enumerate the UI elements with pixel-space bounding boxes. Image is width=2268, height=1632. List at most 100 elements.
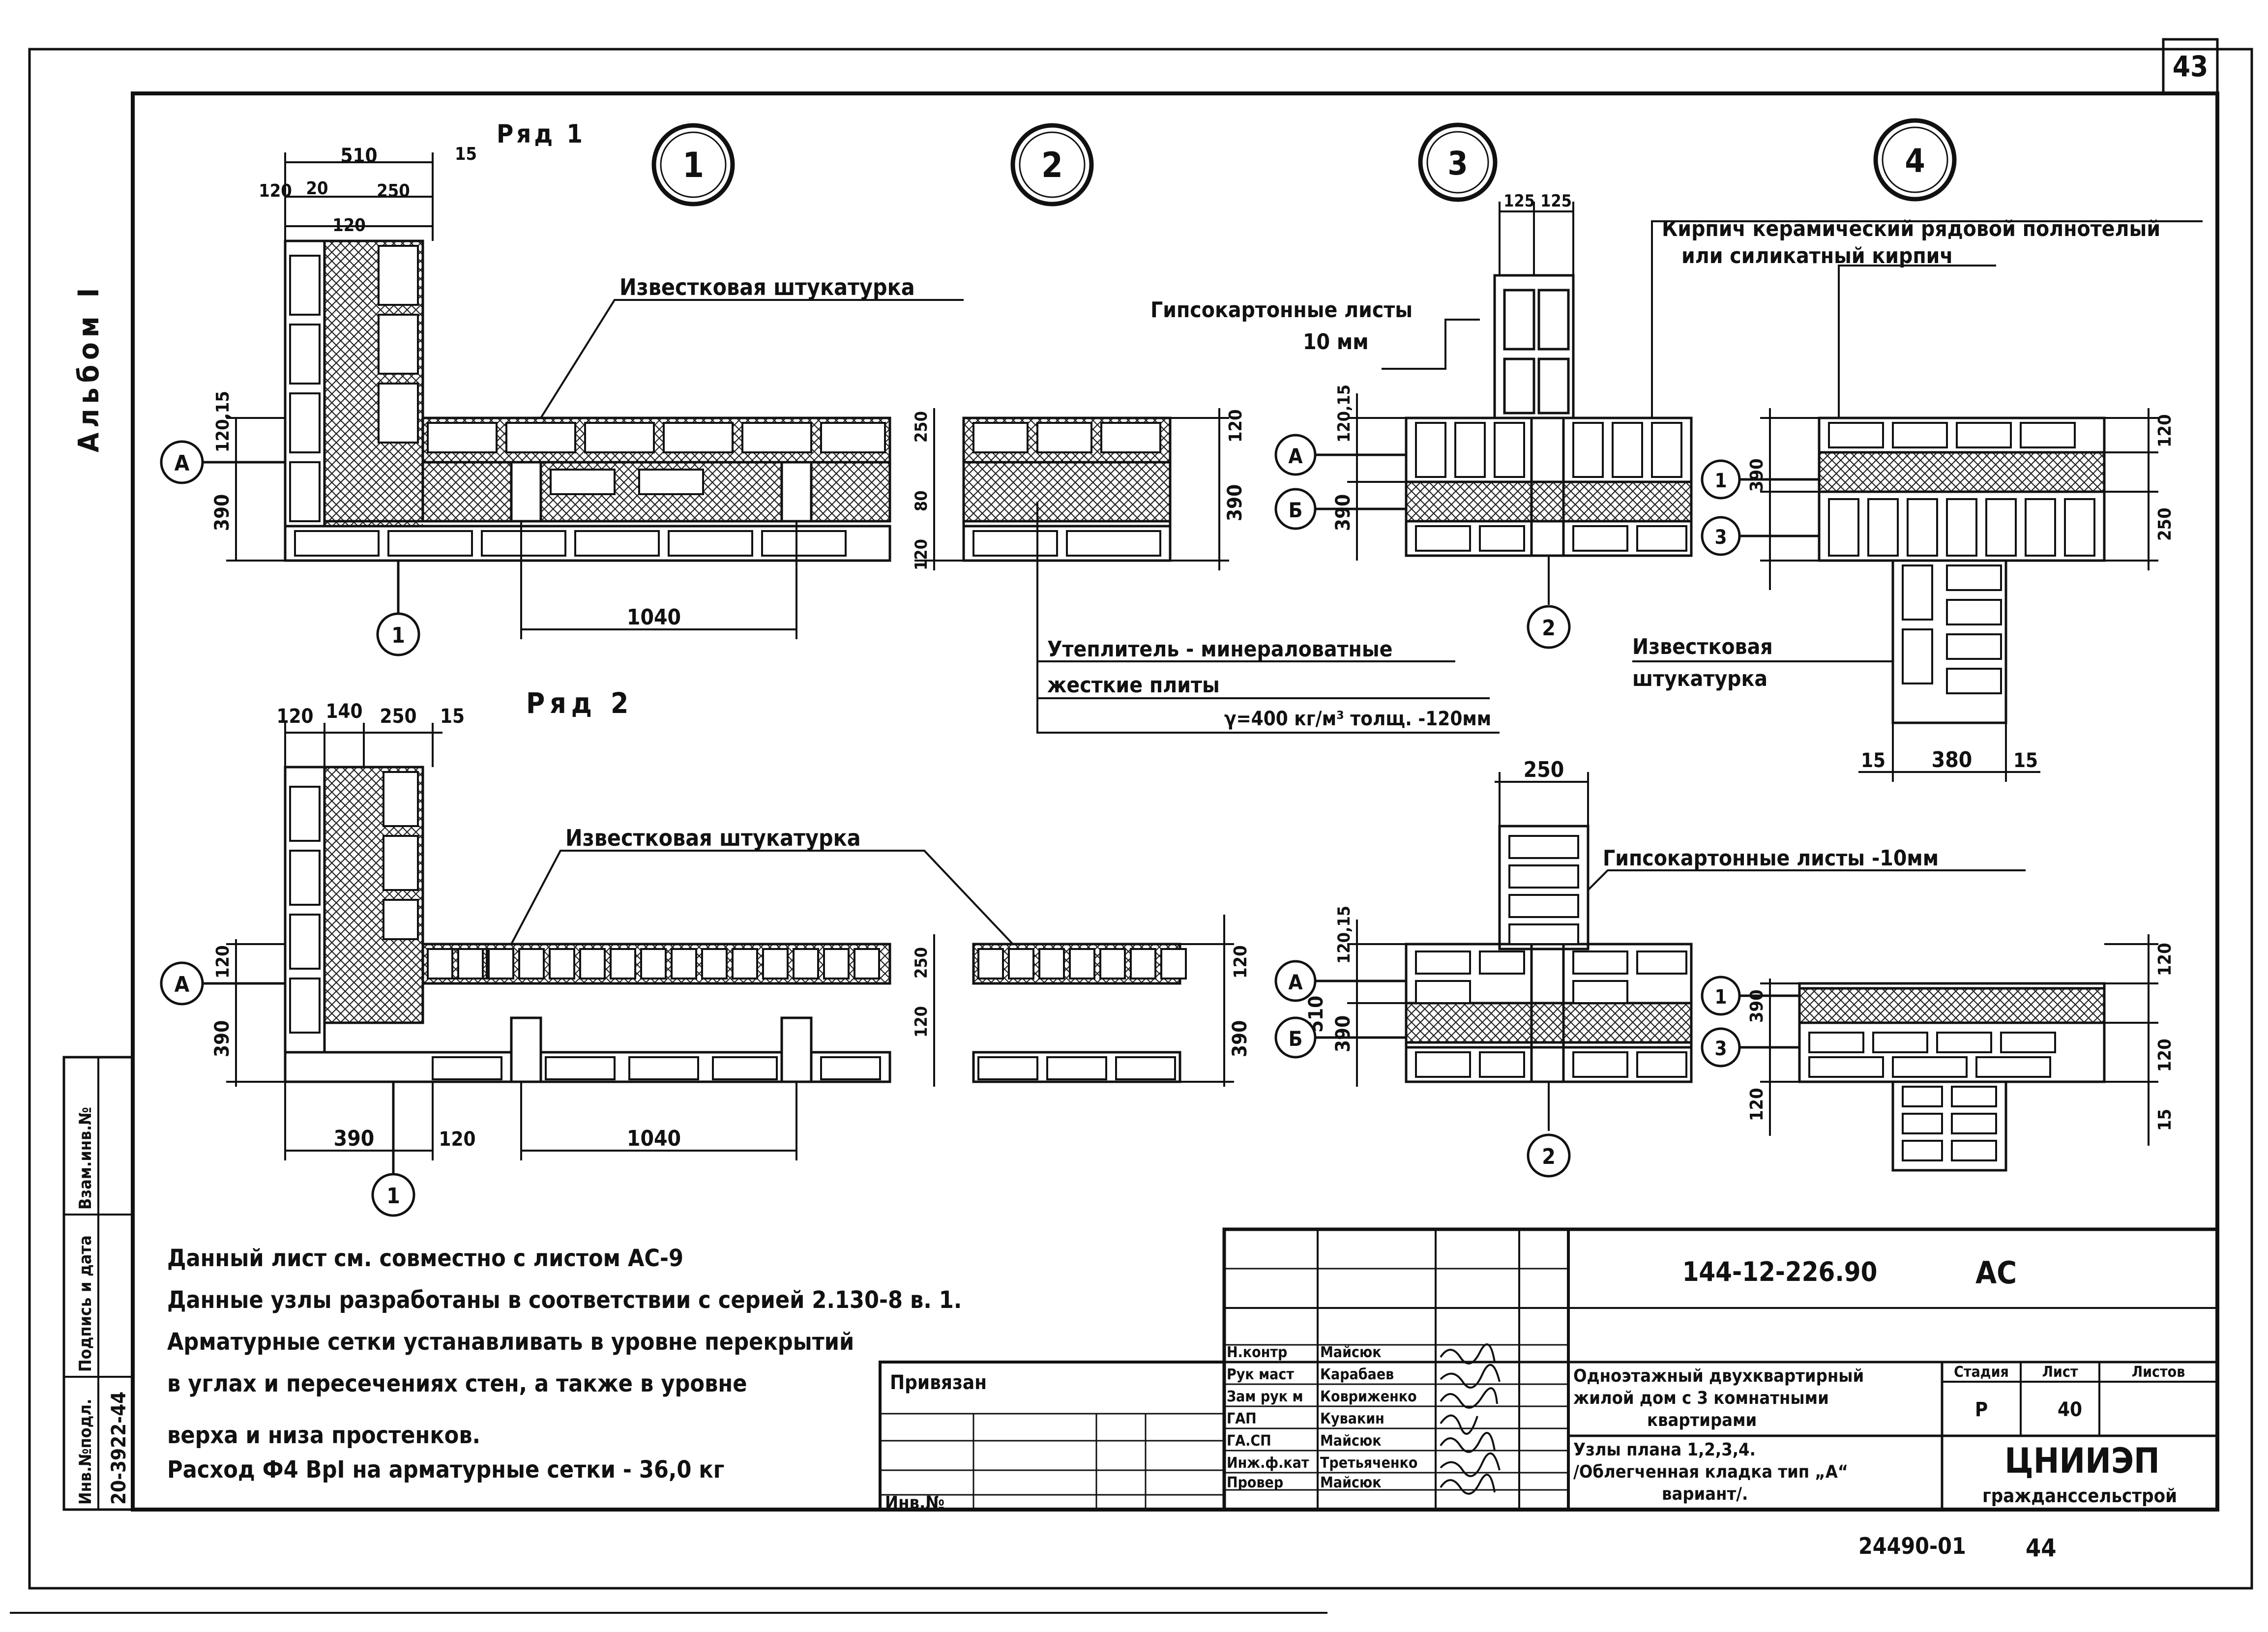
gypsum-label-2: 10 мм (1303, 329, 1369, 355)
brick (427, 948, 453, 979)
sheet-mark: АС (1975, 1255, 2017, 1291)
gypsum-row2-label: Гипсокартонные листы -10мм (1603, 846, 1939, 871)
node-4: 4 (1905, 142, 1925, 180)
row2-node3-axes (1274, 960, 1571, 1178)
dim-r2-15: 15 (440, 705, 465, 728)
dim-20: 20 (306, 178, 328, 199)
insulation-label-1: Утеплитель - минераловатные (1047, 637, 1392, 662)
dim-r2n4-15: 15 (2155, 1109, 2175, 1131)
axis-a-node3: А (1288, 444, 1303, 468)
dim-r2-120d: 120 (912, 1006, 931, 1038)
brick (1038, 948, 1065, 979)
row-1-title: Ряд 1 (497, 119, 586, 149)
node-markers: 1 2 3 4 (651, 118, 1957, 207)
dim-r2n4-120: 120 (1747, 1088, 1767, 1121)
note-5: верха и низа простенков. (167, 1422, 480, 1449)
brick (610, 948, 636, 979)
sheets-header: Листов (2132, 1364, 2185, 1381)
brick (1008, 948, 1034, 979)
row1-node3-bricks (1415, 422, 1687, 552)
row2-node4-wall (1798, 982, 2106, 1172)
brick (1160, 948, 1187, 979)
axis-3-r2n4: 3 (1714, 1038, 1727, 1060)
row1-node3-dims (1347, 202, 1574, 605)
name-6: Майсюк (1320, 1474, 1382, 1491)
dim-n4-120: 120 (2155, 414, 2175, 447)
dim-r2-390b: 390 (334, 1126, 375, 1151)
brick (732, 948, 758, 979)
insulation-label-2: жесткие плиты (1047, 673, 1220, 698)
name-2: Ковриженко (1320, 1388, 1417, 1405)
node-1: 1 (682, 145, 704, 185)
side-stamp: Взам.инв.№ Подпись и дата Инв.№подл. 20-… (62, 1056, 134, 1511)
sheet-code: 144-12-226.90 (1682, 1256, 1878, 1287)
row1-node4-bricks (1828, 422, 2095, 694)
dim-15-n4a: 15 (1861, 749, 1885, 772)
row1-node4-dims (1632, 220, 2203, 782)
axis-1-r2n4: 1 (1714, 986, 1727, 1009)
dim-r2-120b: 120 (213, 945, 233, 979)
insulation-callout (1036, 502, 1500, 734)
dim-250: 250 (377, 181, 410, 201)
axis-1-row1: 1 (391, 623, 405, 648)
dim-120c: 120 (912, 539, 931, 570)
node-3: 3 (1447, 145, 1468, 182)
side-replace-inv: Взам.инв.№ (76, 1107, 95, 1210)
brick (488, 948, 514, 979)
tied-label: Привязан (890, 1371, 987, 1394)
row-2-title: Ряд 2 (526, 686, 633, 720)
row2-node4-axes (1701, 976, 1799, 1068)
dim-r2n4-120b: 120 (2155, 943, 2175, 976)
dim-r2n3-250: 250 (1524, 757, 1564, 782)
brick (518, 948, 545, 979)
stage-header: Стадия (1954, 1364, 2009, 1381)
dim-390: 390 (211, 494, 234, 531)
sheet-header: Лист (2042, 1364, 2078, 1381)
row2-node3-dims (1347, 772, 2026, 1131)
brick (1130, 948, 1156, 979)
stamp-roles: Н.контр Рук маст Зам рук м ГАП ГА.СП Инж… (1227, 1344, 1417, 1491)
plaster-leader-row1 (540, 299, 964, 419)
note-2: Данные узлы разработаны в соответствии с… (167, 1286, 962, 1314)
dim-r2n4-120c: 120 (2155, 1039, 2175, 1072)
page-number: 43 (2173, 50, 2209, 83)
brick-label-2: или силикатный кирпич (1681, 243, 1953, 268)
dim-r2-140: 140 (325, 700, 362, 723)
dim-r2-250b: 250 (912, 947, 931, 979)
role-1: Рук маст (1227, 1366, 1294, 1383)
dim-r2-1040: 1040 (627, 1126, 681, 1151)
plaster-callout-row2: Известковая штукатурка (565, 825, 861, 851)
brick (579, 948, 606, 979)
brick (1069, 948, 1095, 979)
dim-120: 120 (259, 181, 292, 201)
name-3: Кувакин (1320, 1410, 1384, 1427)
axis-a-row1: А (175, 451, 190, 476)
row2-node4-bricks (1808, 1032, 2056, 1161)
axis-2-node3: 2 (1542, 616, 1556, 641)
title-3: квартирами (1647, 1410, 1757, 1430)
axis-a-row2: А (175, 972, 190, 997)
row2-brick-course (427, 948, 1187, 979)
dim-r2-120: 120 (276, 705, 313, 728)
axis-b-r2n3: Б (1289, 1027, 1303, 1051)
role-4: ГА.СП (1227, 1432, 1271, 1450)
dim-380: 380 (1932, 747, 1973, 772)
note-1: Данный лист см. совместно с листом АС-9 (167, 1245, 683, 1272)
brick (854, 948, 880, 979)
note-4: в углах и пересечениях стен, а также в у… (167, 1370, 747, 1397)
brick (457, 948, 484, 979)
dim-510: 510 (340, 145, 377, 167)
axis-1-row2: 1 (386, 1184, 400, 1209)
axis-b-node3: Б (1289, 498, 1303, 522)
dim-r2-390: 390 (211, 1020, 234, 1057)
notes-block: Данный лист см. совместно с листом АС-9 … (167, 1245, 962, 1484)
brick-label-1: Кирпич керамический рядовой полнотелый (1662, 216, 2160, 241)
sheet-number: 40 (2058, 1398, 2082, 1421)
side-sign-date: Подпись и дата (76, 1235, 95, 1372)
bottom-page: 44 (2026, 1534, 2057, 1562)
dim-390b: 390 (1224, 484, 1246, 521)
dim-250b: 250 (912, 411, 931, 443)
outer-frame (28, 48, 2253, 1590)
brick (977, 948, 1004, 979)
node-2: 2 (1041, 145, 1063, 185)
